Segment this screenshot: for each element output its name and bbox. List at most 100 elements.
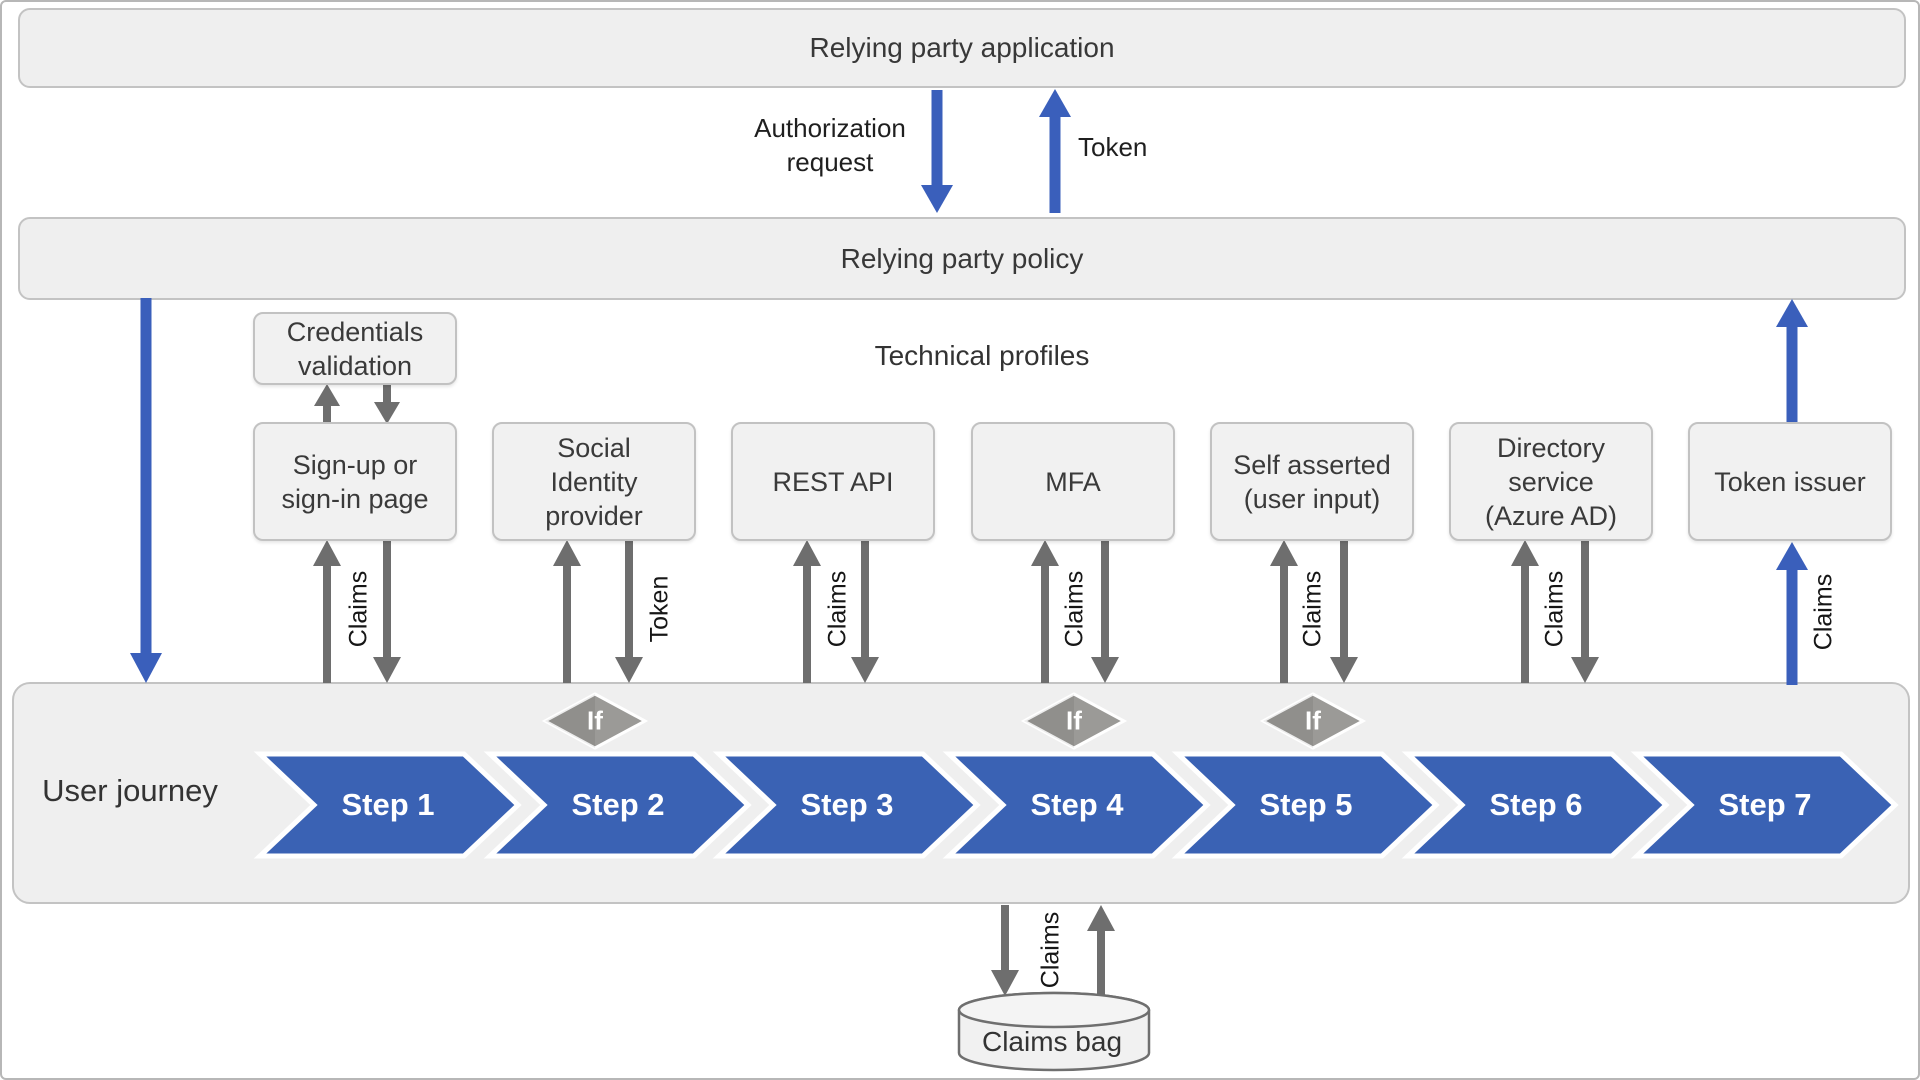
if-condition-diamond-3 — [1020, 692, 1128, 750]
token-label: Token — [1078, 132, 1148, 162]
claims-bag-label: Claims bag — [981, 1026, 1123, 1057]
token-return-arrow-head — [1039, 89, 1071, 117]
technical-profiles-heading: Technical profiles — [874, 340, 1090, 371]
user-journey-step-label-4: Step 5 — [1259, 787, 1353, 822]
user-journey-step-chevron-2 — [712, 751, 981, 859]
technical-profile-box-5: Directory service (Azure AD) — [1449, 422, 1653, 541]
user-journey-step-label-5: Step 6 — [1489, 787, 1583, 822]
user-journey-step-chevron-4 — [1171, 751, 1440, 859]
flow-label-1: Token — [645, 575, 674, 643]
claims-up-arrow-1-stem — [563, 566, 571, 683]
claims-down-arrow-4-head — [1330, 657, 1358, 683]
technical-profile-label-1: Social Identity provider — [545, 432, 643, 531]
if-condition-diamond-1 — [541, 692, 649, 750]
claims-down-arrow-3-head — [1091, 657, 1119, 683]
claims-up-arrow-2-head — [793, 540, 821, 566]
token-issuer-to-policy-arrow-stem — [1786, 327, 1798, 426]
technical-profile-label-2: REST API — [772, 466, 894, 497]
technical-profile-box-3: MFA — [971, 422, 1175, 541]
technical-profile-label-0: Sign-up or sign-in page — [281, 449, 429, 514]
signup-to-credentials-arrow-head — [314, 384, 340, 406]
journey-to-token-issuer-arrow-head — [1776, 542, 1808, 570]
claims-down-arrow-3-stem — [1101, 540, 1109, 657]
technical-profile-label-5: Directory service (Azure AD) — [1484, 432, 1618, 531]
token-return-arrow-stem — [1049, 117, 1061, 213]
policy-to-journey-arrow-head — [130, 653, 162, 683]
relying-party-application-label: Relying party application — [809, 32, 1115, 63]
authorization-request-arrow-stem — [931, 90, 943, 185]
if-condition-diamond-4 — [1259, 692, 1367, 750]
claims-down-arrow-1-head — [615, 657, 643, 683]
flow-label-2: Claims — [823, 570, 852, 648]
if-condition-label-3: If — [1066, 705, 1082, 736]
claims-down-arrow-5-stem — [1581, 540, 1589, 657]
claims-down-arrow-0-stem — [383, 540, 391, 657]
claims-up-arrow-0-stem — [323, 566, 331, 683]
user-journey-step-chevron-1 — [483, 751, 752, 859]
user-journey-step-chevron-6 — [1630, 751, 1899, 859]
user-journey-step-label-6: Step 7 — [1718, 787, 1812, 822]
user-journey-step-label-0: Step 1 — [341, 787, 435, 822]
claims-up-arrow-4-head — [1270, 540, 1298, 566]
claims-up-arrow-2-stem — [803, 566, 811, 683]
flow-label-5: Claims — [1540, 570, 1569, 648]
claims-down-arrow-5-head — [1571, 657, 1599, 683]
user-journey-label: User journey — [42, 773, 218, 808]
journey-to-claims-bag-arrow-head — [991, 970, 1019, 996]
relying-party-application-box: Relying party application — [18, 8, 1906, 88]
user-journey-step-label-2: Step 3 — [800, 787, 894, 822]
claims-up-arrow-3-head — [1031, 540, 1059, 566]
flow-label-0: Claims — [344, 570, 373, 648]
claims-up-arrow-5-head — [1511, 540, 1539, 566]
user-journey-step-chevron-3 — [942, 751, 1211, 859]
claims-up-arrow-4-stem — [1280, 566, 1288, 683]
technical-profile-box-6: Token issuer — [1688, 422, 1892, 541]
policy-to-journey-arrow-stem — [140, 298, 152, 653]
flow-label-6: Claims — [1809, 573, 1838, 651]
claims-down-arrow-4-stem — [1340, 540, 1348, 657]
credentials-validation-label: Credentials validation — [286, 316, 424, 381]
claims-down-arrow-2-head — [851, 657, 879, 683]
technical-profile-label-3: MFA — [1045, 466, 1101, 497]
relying-party-policy-box: Relying party policy — [18, 217, 1906, 300]
authorization-request-label: Authorization request — [754, 113, 906, 177]
if-condition-label-1: If — [587, 705, 603, 736]
claims-bag-flow-label: Claims — [1036, 911, 1065, 989]
authorization-request-arrow-head — [921, 185, 953, 213]
technical-profile-box-1: Social Identity provider — [492, 422, 696, 541]
user-journey-step-label-3: Step 4 — [1030, 787, 1124, 822]
flow-label-4: Claims — [1298, 570, 1327, 648]
claims-down-arrow-0-head — [373, 657, 401, 683]
user-journey-step-chevron-0 — [253, 751, 522, 859]
claims-up-arrow-5-stem — [1521, 566, 1529, 683]
technical-profile-label-6: Token issuer — [1714, 466, 1866, 497]
journey-to-claims-bag-arrow-stem — [1001, 905, 1009, 970]
technical-profile-label-4: Self asserted (user input) — [1233, 449, 1391, 514]
claims-up-arrow-0-head — [313, 540, 341, 566]
credentials-to-signup-arrow-stem — [383, 384, 391, 402]
if-condition-diamond-shade-4 — [1263, 694, 1313, 748]
claims-bag-cylinder-top — [957, 991, 1151, 1029]
journey-to-token-issuer-arrow-stem — [1786, 570, 1798, 685]
signup-to-credentials-arrow-stem — [323, 406, 331, 424]
flow-label-3: Claims — [1060, 570, 1089, 648]
claims-down-arrow-2-stem — [861, 540, 869, 657]
user-journey-step-chevron-5 — [1401, 751, 1670, 859]
credentials-validation-box: Credentials validation — [253, 312, 457, 385]
relying-party-policy-label: Relying party policy — [840, 242, 1084, 274]
technical-profile-box-0: Sign-up or sign-in page — [253, 422, 457, 541]
claims-bag-to-journey-arrow-stem — [1097, 931, 1105, 996]
user-journey-step-label-1: Step 2 — [571, 787, 665, 822]
technical-profile-box-4: Self asserted (user input) — [1210, 422, 1414, 541]
if-condition-diamond-shade-1 — [545, 694, 595, 748]
if-condition-diamond-shade-3 — [1024, 694, 1074, 748]
technical-profile-box-2: REST API — [731, 422, 935, 541]
claims-up-arrow-1-head — [553, 540, 581, 566]
claims-up-arrow-3-stem — [1041, 566, 1049, 683]
if-condition-label-4: If — [1305, 705, 1321, 736]
credentials-to-signup-arrow-head — [374, 402, 400, 424]
token-issuer-to-policy-arrow-head — [1776, 299, 1808, 327]
claims-bag-to-journey-arrow-head — [1087, 905, 1115, 931]
